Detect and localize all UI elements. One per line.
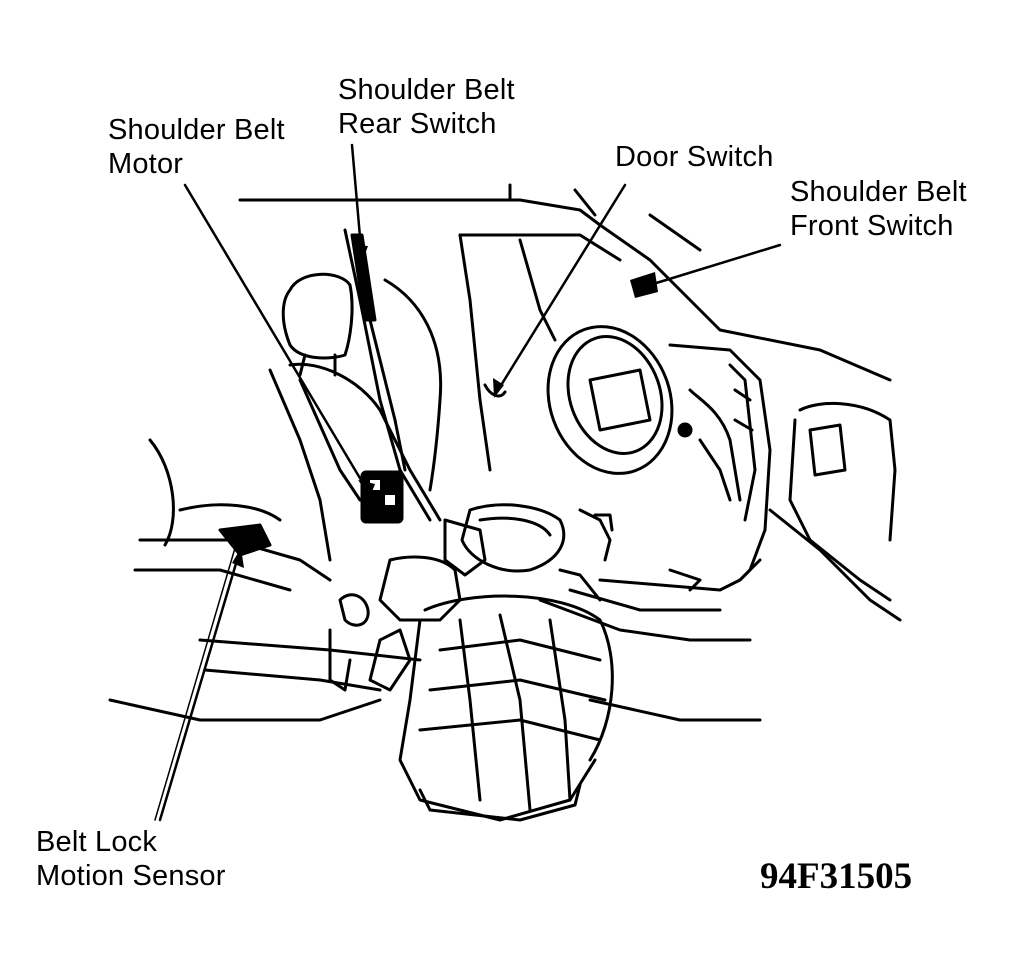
leader-shoulder-belt-rear-switch — [350, 143, 364, 262]
leader-shoulder-belt-front-switch — [638, 243, 782, 290]
label-line: Shoulder Belt — [790, 176, 967, 208]
label-shoulder-belt-front-switch: Shoulder Belt Front Switch — [790, 175, 967, 243]
label-line: Shoulder Belt — [338, 74, 515, 106]
door-sill — [108, 538, 762, 722]
seat-back — [288, 362, 442, 522]
label-door-switch: Door Switch — [615, 140, 774, 174]
steering-wheel — [546, 325, 674, 475]
arrowheads — [232, 245, 658, 568]
label-line: Motion Sensor — [36, 860, 226, 892]
shoulder-belt-motor-unit — [360, 470, 404, 524]
floor-console — [538, 508, 762, 642]
leader-shoulder-belt-motor — [183, 183, 372, 497]
belt-buckle-assembly — [328, 518, 487, 692]
left-door-panel — [148, 438, 282, 557]
label-line: Door Switch — [615, 141, 774, 173]
label-line: Belt Lock — [36, 826, 158, 858]
label-shoulder-belt-rear-switch: Shoulder Belt Rear Switch — [338, 73, 515, 141]
front-switch-marker — [630, 272, 658, 298]
right-door — [768, 401, 902, 622]
door-window — [458, 233, 622, 472]
roof-outline — [238, 183, 892, 382]
leader-door-switch — [493, 183, 627, 397]
label-line: Rear Switch — [338, 108, 497, 140]
label-belt-lock-motion-sensor: Belt Lock Motion Sensor — [36, 825, 226, 893]
headrest — [281, 272, 354, 377]
front-seat — [398, 503, 614, 822]
b-pillar — [268, 228, 432, 562]
dashboard — [668, 343, 772, 582]
label-line: Motor — [108, 148, 184, 180]
leader-belt-lock-motion-sensor — [158, 548, 242, 822]
figure-code: 94F31505 — [760, 856, 913, 897]
label-line: Front Switch — [790, 210, 954, 242]
label-shoulder-belt-motor: Shoulder Belt Motor — [108, 113, 285, 181]
rear-belt-track — [350, 233, 443, 492]
leader-lines — [154, 143, 782, 822]
label-line: Shoulder Belt — [108, 114, 285, 146]
